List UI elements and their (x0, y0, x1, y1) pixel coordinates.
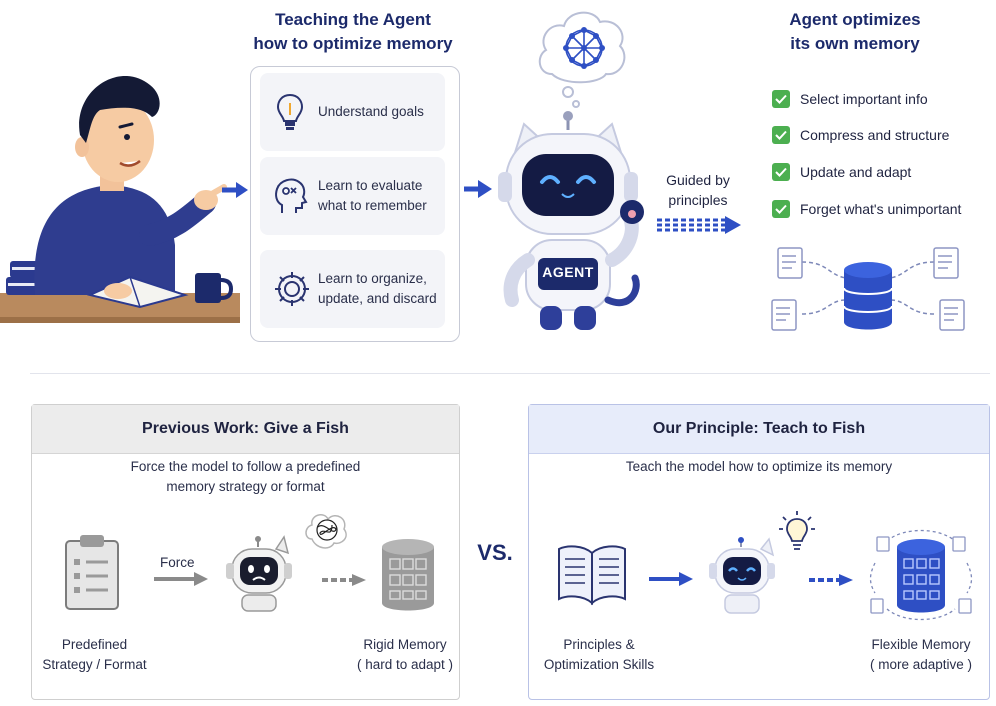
caption-rigid-memory: Rigid Memory ( hard to adapt ) (350, 635, 460, 675)
clipboard-icon (65, 535, 119, 610)
previous-subtitle-line1: Force the model to follow a predefined (130, 459, 361, 474)
dashed-arrow-guided-icon (657, 216, 741, 234)
caption-principles: Principles & Optimization Skills (529, 635, 669, 675)
section-divider (30, 373, 990, 374)
memory-database-icon (771, 247, 965, 331)
previous-subtitle-line2: memory strategy or format (166, 479, 325, 494)
previous-work-title: Previous Work: Give a Fish (32, 405, 459, 454)
caption-predefined-line1: Predefined (61, 637, 128, 652)
our-principle-subtitle: Teach the model how to optimize its memo… (625, 459, 893, 474)
arrow-to-steps-icon (222, 182, 248, 198)
step-organize-line1: Learn to organize, (318, 271, 427, 286)
caption-flexible-line1: Flexible Memory (871, 637, 971, 652)
guided-line2: principles (668, 192, 728, 208)
caption-principles-line2: Optimization Skills (543, 657, 655, 672)
teach-arrow-icon (649, 572, 693, 586)
check-label-update: Update and adapt (800, 164, 912, 180)
check-item-compress: Compress and structure (772, 126, 949, 144)
caption-predefined-line2: Strategy / Format (42, 657, 147, 672)
caption-predefined: Predefined Strategy / Format (32, 635, 157, 675)
checkmark-icon (772, 200, 790, 218)
dashed-arrow-blue-icon (809, 574, 853, 586)
checkmark-icon (772, 90, 790, 108)
gear-icon (275, 272, 309, 306)
idea-lightbulb-icon (779, 511, 815, 550)
check-item-update: Update and adapt (772, 163, 911, 181)
step-understand-goals: Understand goals (260, 73, 445, 151)
step-organize-line2: update, and discard (318, 291, 437, 306)
check-item-forget: Forget what's unimportant (772, 200, 961, 218)
caption-flexible-memory: Flexible Memory ( more adaptive ) (861, 635, 981, 675)
teaching-title: Teaching the Agent how to optimize memor… (238, 8, 468, 56)
check-item-select: Select important info (772, 90, 928, 108)
head-evaluate-icon (275, 178, 308, 213)
previous-work-subtitle: Force the model to follow a predefined m… (32, 457, 459, 497)
dashed-arrow-gray-icon (322, 574, 366, 586)
lightbulb-icon (276, 93, 304, 130)
checkmark-icon (772, 163, 790, 181)
our-principle-panel: Our Principle: Teach to Fish Teach the m… (528, 404, 990, 700)
optimizes-title-line1: Agent optimizes (789, 10, 921, 29)
happy-robot-icon (709, 537, 775, 614)
teaching-title-line2: how to optimize memory (253, 34, 453, 53)
vs-label: VS. (477, 540, 513, 565)
guided-by-label: Guided by principles (660, 170, 736, 210)
check-label-forget: Forget what's unimportant (800, 201, 962, 217)
our-principle-title: Our Principle: Teach to Fish (529, 405, 989, 454)
check-label-select: Select important info (800, 91, 928, 107)
check-label-compress: Compress and structure (800, 127, 950, 143)
flexible-memory-database-icon (869, 529, 973, 621)
step-evaluate: Learn to evaluate what to remember (260, 157, 445, 235)
open-book-icon (558, 545, 626, 606)
thought-cloud-network-icon (538, 11, 626, 108)
person-reading-illustration (0, 75, 240, 323)
caption-principles-line1: Principles & (563, 637, 635, 652)
step-label-organize: Learn to organize, update, and discard (318, 250, 437, 328)
force-label: Force (160, 555, 195, 570)
optimizes-title: Agent optimizes its own memory (760, 8, 950, 56)
caption-flexible-line2: ( more adaptive ) (869, 657, 973, 672)
rigid-memory-database-icon (382, 539, 434, 611)
step-organize: Learn to organize, update, and discard (260, 250, 445, 328)
previous-work-panel: Previous Work: Give a Fish Force the mod… (31, 404, 460, 700)
arrow-to-agent-icon (464, 180, 492, 198)
checkmark-icon (772, 126, 790, 144)
step-label-understand: Understand goals (318, 104, 424, 119)
sad-robot-icon (226, 535, 292, 612)
step-evaluate-line1: Learn to evaluate (318, 178, 423, 193)
tangled-thought-icon (305, 514, 347, 549)
guided-line1: Guided by (666, 172, 730, 188)
step-evaluate-line2: what to remember (318, 198, 427, 213)
step-label-evaluate: Learn to evaluate what to remember (318, 157, 427, 235)
agent-badge: AGENT (542, 264, 594, 280)
teaching-title-line1: Teaching the Agent (275, 10, 431, 29)
force-arrow-icon (154, 572, 208, 586)
caption-rigid-line2: ( hard to adapt ) (356, 657, 454, 672)
optimizes-title-line2: its own memory (790, 34, 920, 53)
agent-robot-illustration (498, 111, 644, 330)
caption-rigid-line1: Rigid Memory (363, 637, 447, 652)
